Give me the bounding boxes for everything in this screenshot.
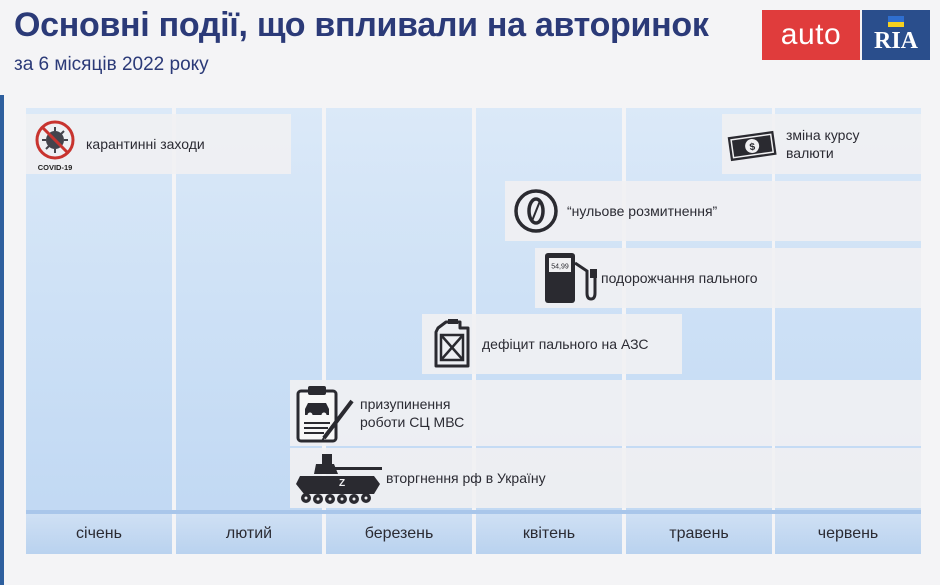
month-label-4: квітень (476, 514, 622, 554)
month-label-5: травень (626, 514, 772, 554)
jerrycan-icon (434, 319, 470, 368)
event-service-suspension: призупинення роботи СЦ МВС (290, 380, 921, 446)
ukraine-flag-icon (888, 16, 904, 27)
clipboard-car-icon (296, 386, 354, 443)
left-accent-stripe (0, 95, 4, 585)
svg-text:$: $ (749, 142, 756, 154)
event-currency-label: зміна курсу валюти (786, 126, 859, 162)
event-zero-customs: “нульове розмитнення” (505, 181, 921, 241)
event-currency-label-line2: валюти (786, 145, 834, 161)
month-strip (26, 510, 921, 514)
event-fuel-price-label: подорожчання пального (601, 270, 758, 286)
logo-auto-text: auto (762, 10, 860, 60)
month-label-6: червень (775, 514, 921, 554)
autoria-logo[interactable]: auto RIA (762, 10, 930, 60)
event-currency: $ зміна курсу валюти (722, 114, 921, 174)
pump-price-text: 54,99 (551, 264, 569, 271)
tank-icon: Z (296, 454, 382, 504)
logo-ria-text: RIA (873, 28, 918, 54)
event-fuel-deficit-label: дефіцит пального на АЗС (482, 336, 649, 352)
event-fuel-deficit: дефіцит пального на АЗС (422, 314, 682, 374)
event-quarantine-label: карантинні заходи (86, 136, 205, 152)
month-column-1 (26, 108, 172, 554)
month-label-3: березень (326, 514, 472, 554)
tank-mark: Z (339, 478, 345, 489)
zero-icon (514, 189, 558, 233)
fuel-pump-icon: 54,99 (545, 253, 597, 303)
logo-ria-block: RIA (862, 10, 930, 60)
event-quarantine: COVID-19 карантинні заходи (26, 114, 291, 174)
page-title: Основні події, що впливали на авторинок (14, 6, 709, 44)
page-subtitle: за 6 місяців 2022 року (14, 54, 209, 75)
event-currency-label-line1: зміна курсу (786, 127, 860, 143)
month-label-2: лютий (176, 514, 322, 554)
event-invasion: Z вторгнення рф в Україну (290, 448, 921, 508)
event-service-suspension-label: призупинення роботи СЦ МВС (360, 395, 464, 431)
money-icon: $ (727, 130, 777, 162)
event-zero-customs-label: “нульове розмитнення” (567, 203, 718, 219)
event-invasion-label: вторгнення рф в Україну (386, 470, 546, 486)
month-label-1: січень (26, 514, 172, 554)
event-service-suspension-line1: призупинення (360, 396, 451, 412)
covid-caption: COVID-19 (38, 163, 73, 172)
event-fuel-price: 54,99 подорожчання пального (535, 248, 921, 308)
covid-icon: COVID-19 (35, 120, 75, 172)
timeline-grid: січень лютий березень квітень травень че… (26, 108, 921, 554)
event-service-suspension-line2: роботи СЦ МВС (360, 414, 465, 430)
